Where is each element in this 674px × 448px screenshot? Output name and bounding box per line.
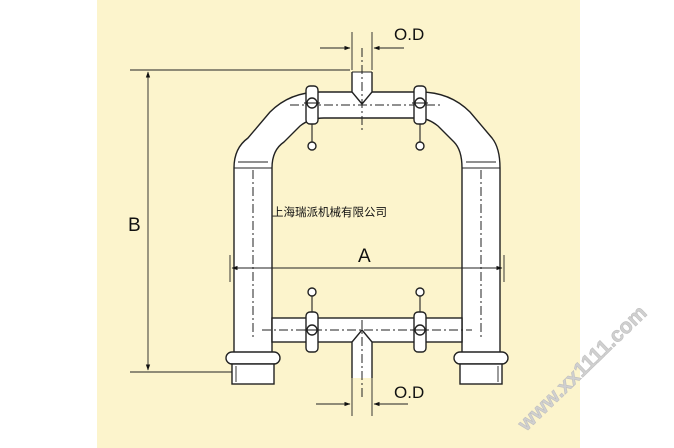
dimension-od-bottom: O.D: [316, 378, 424, 416]
dimension-od-top: O.D: [320, 25, 424, 70]
support-foot-right: [453, 351, 509, 385]
company-name: 上海瑞派机械有限公司: [272, 205, 387, 219]
od-top-label: O.D: [394, 25, 424, 44]
clamp-bottom-right: [412, 287, 428, 353]
dimension-a: A: [229, 246, 505, 282]
clamp-top-right: [412, 85, 428, 151]
clamp-top-left: [304, 85, 320, 151]
dimension-b: B: [128, 69, 350, 373]
support-foot-left: [225, 351, 281, 385]
od-bottom-label: O.D: [394, 383, 424, 402]
drawing-panel: [97, 0, 580, 448]
clamp-bottom-left: [304, 287, 320, 353]
dimension-b-label: B: [128, 215, 141, 236]
dimension-a-label: A: [358, 246, 371, 267]
